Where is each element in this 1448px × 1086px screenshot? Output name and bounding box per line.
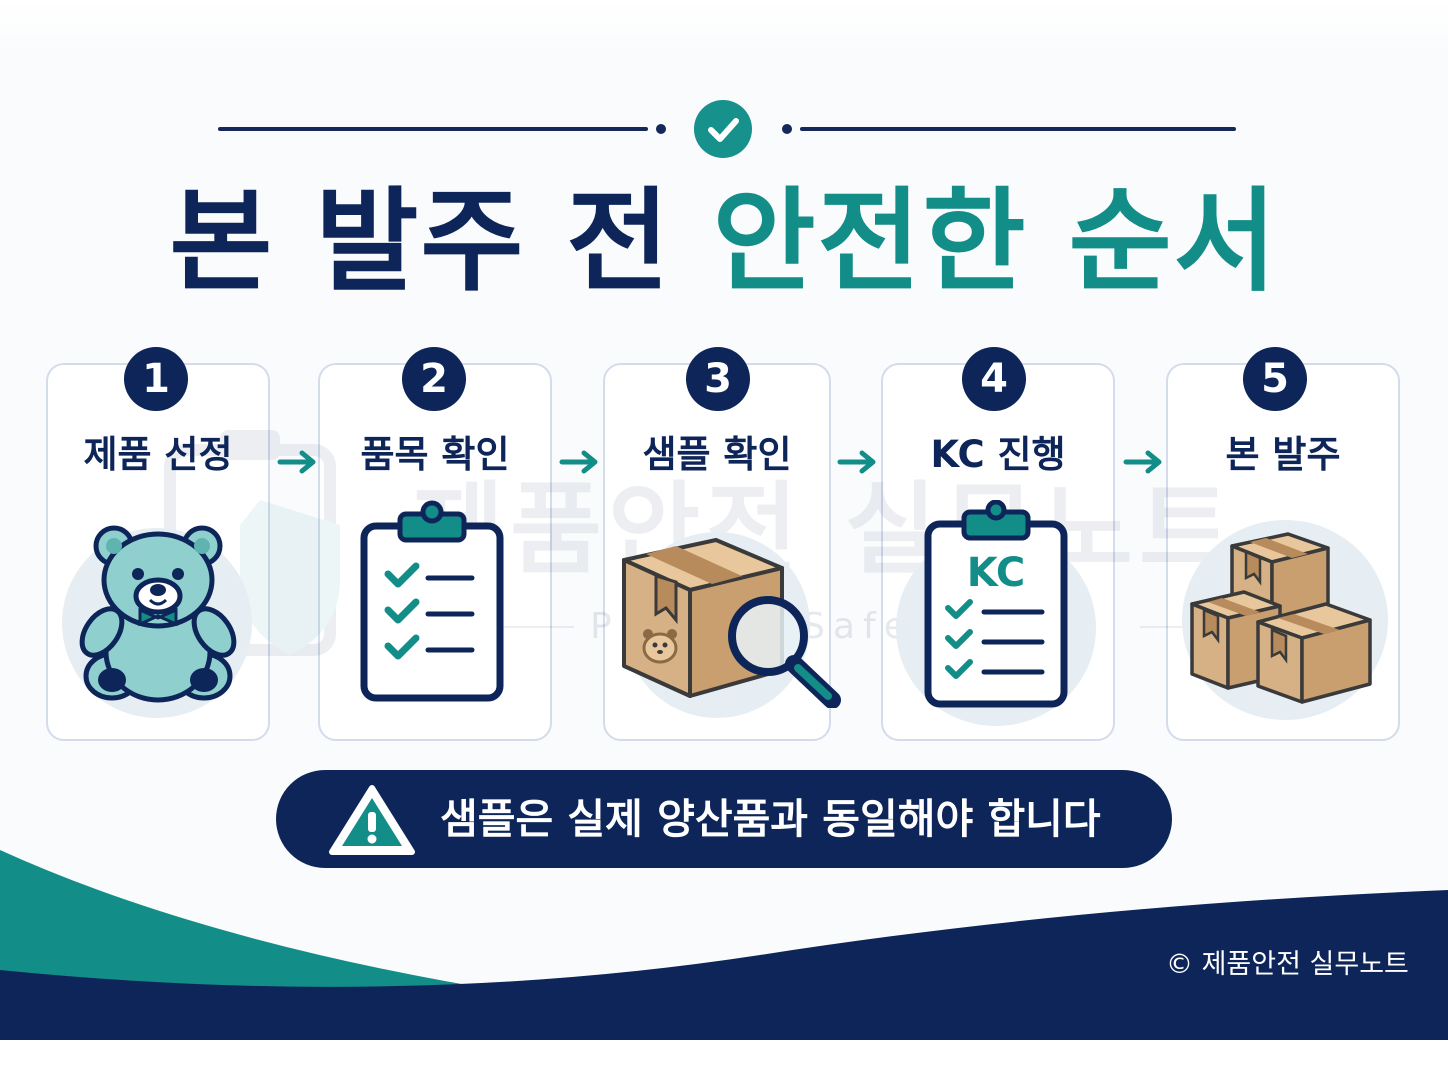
step-number-5: 5 [1243, 347, 1307, 411]
step-number-4: 4 [962, 347, 1026, 411]
header-rule-left [218, 127, 648, 131]
step-number-1: 1 [124, 347, 188, 411]
step-number-2: 2 [402, 347, 466, 411]
check-circle-icon [694, 100, 752, 158]
arrow-right-icon [277, 450, 316, 474]
kc-clipboard-icon: KC [924, 500, 1068, 708]
watermark-rule-left [464, 626, 574, 628]
title-part-dark: 본 발주 전 [169, 177, 672, 307]
stacked-boxes-icon [1190, 532, 1372, 704]
notice-text: 샘플은 실제 양산품과 동일해야 합니다 [440, 795, 1101, 843]
watermark-rule-right [1140, 626, 1210, 628]
arrow-right-icon [837, 450, 876, 474]
arrow-right-icon [559, 450, 598, 474]
teddy-bear-icon [79, 525, 237, 703]
copyright-text: © 제품안전 실무노트 [1166, 949, 1409, 980]
notice-banner [276, 770, 1172, 868]
header-dot-left [656, 124, 666, 134]
warning-triangle-icon [329, 785, 415, 855]
step-label-1: 제품 선정 [83, 433, 233, 476]
step-label-2: 품목 확인 [360, 433, 510, 476]
watermark-text: 제품안전 실무노트 [412, 471, 1237, 588]
step-label-4: KC 진행 [930, 433, 1066, 476]
box-magnifier-icon [622, 538, 841, 708]
arrow-right-icon [1123, 450, 1162, 474]
page-title: 본 발주 전 안전한 순서 [0, 172, 1448, 312]
title-part-teal: 안전한 순서 [712, 177, 1279, 307]
header-dot-right [782, 124, 792, 134]
step-label-5: 본 발주 [1225, 433, 1341, 476]
header-rule-right [800, 127, 1236, 131]
kc-mark-text: KC [967, 550, 1026, 596]
footer-wave [0, 850, 1448, 1040]
checklist-clipboard-icon [360, 500, 504, 702]
step-label-3: 샘플 확인 [642, 433, 792, 476]
step-number-3: 3 [686, 347, 750, 411]
